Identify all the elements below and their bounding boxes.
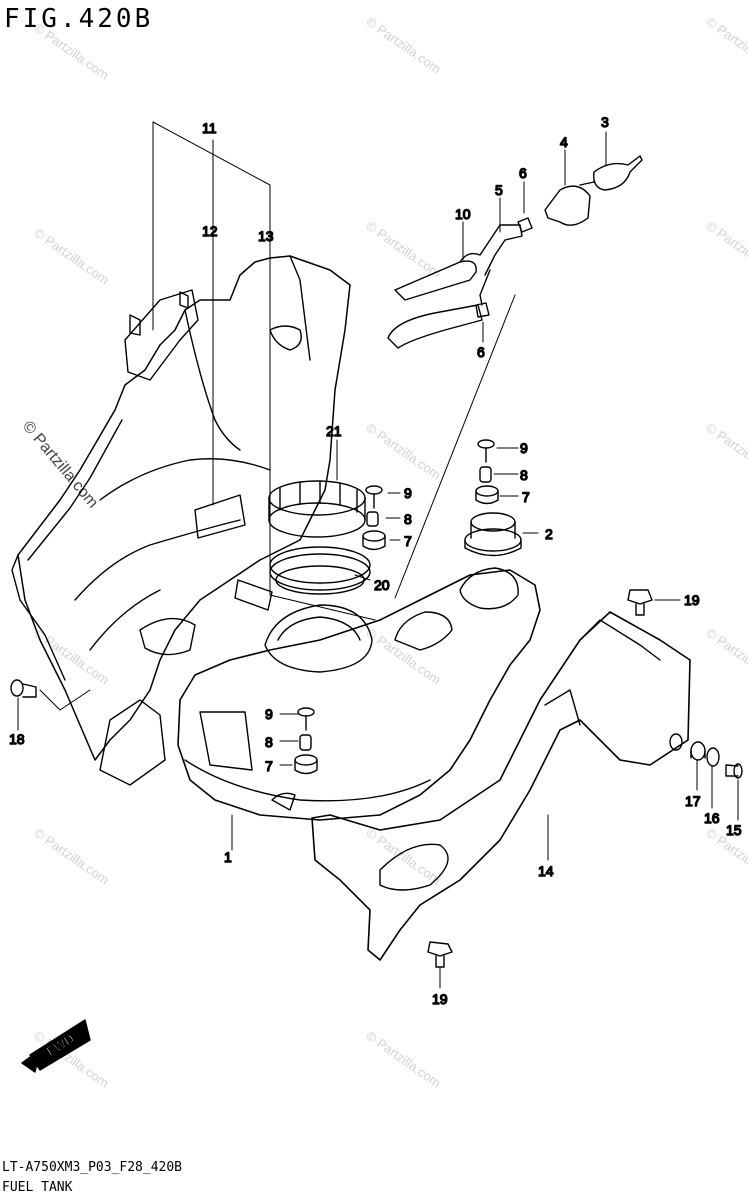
callout-14: 14 <box>538 863 554 879</box>
callout-18: 18 <box>9 731 25 747</box>
callout-6-lower: 6 <box>477 344 485 360</box>
callout-4: 4 <box>560 134 568 150</box>
callout-21: 21 <box>326 423 342 439</box>
callout-6-upper: 6 <box>519 165 527 181</box>
figure-title: FIG.420B <box>4 4 154 34</box>
grommet-stack-lower <box>294 707 318 775</box>
grommet-stack-upper-right <box>475 439 499 505</box>
right-side-bracket-14 <box>311 611 691 961</box>
callout-9-upper: 9 <box>520 440 528 456</box>
breather-hose-assembly <box>387 155 643 349</box>
side-cover-panel <box>11 255 351 786</box>
forward-direction-badge <box>21 1019 91 1073</box>
figure-name: FUEL TANK <box>2 1180 73 1195</box>
fuel-pump-lock-ring-21 <box>268 480 366 538</box>
fuel-cap-2 <box>464 512 522 557</box>
callout-1: 1 <box>224 849 232 865</box>
callout-8-center: 8 <box>404 511 412 527</box>
callout-2: 2 <box>545 526 553 542</box>
callout-17: 17 <box>685 793 701 809</box>
callout-7-lower: 7 <box>265 758 273 774</box>
callout-19-upper: 19 <box>684 592 700 608</box>
clip-19-upper <box>627 589 653 616</box>
callout-8-upper: 8 <box>520 467 528 483</box>
callout-19-lower: 19 <box>432 991 448 1007</box>
callout-9-lower: 9 <box>265 706 273 722</box>
callout-7-center: 7 <box>404 533 412 549</box>
callout-3: 3 <box>601 114 609 130</box>
callout-15: 15 <box>726 822 742 838</box>
callout-16: 16 <box>704 810 720 826</box>
callout-20: 20 <box>374 577 390 593</box>
grommet-stack-center <box>362 485 386 551</box>
bolt-18 <box>10 679 37 698</box>
fuel-pump-gasket-20 <box>269 546 371 595</box>
leader-lines <box>17 121 739 989</box>
figure-code: LT-A750XM3_P03_F28_420B <box>2 1160 183 1175</box>
callout-12: 12 <box>202 223 218 239</box>
callout-9-center: 9 <box>404 485 412 501</box>
fastener-15 <box>725 763 743 779</box>
callout-5: 5 <box>495 182 503 198</box>
washer-16 <box>706 747 720 767</box>
clip-19-lower <box>427 941 453 968</box>
collar-17 <box>690 741 706 761</box>
callout-11: 11 <box>202 120 217 136</box>
fuel-tank <box>177 567 541 821</box>
callout-7-upper: 7 <box>522 489 530 505</box>
callout-8-lower: 8 <box>265 734 273 750</box>
callout-13: 13 <box>258 228 274 244</box>
callout-10: 10 <box>455 206 471 222</box>
